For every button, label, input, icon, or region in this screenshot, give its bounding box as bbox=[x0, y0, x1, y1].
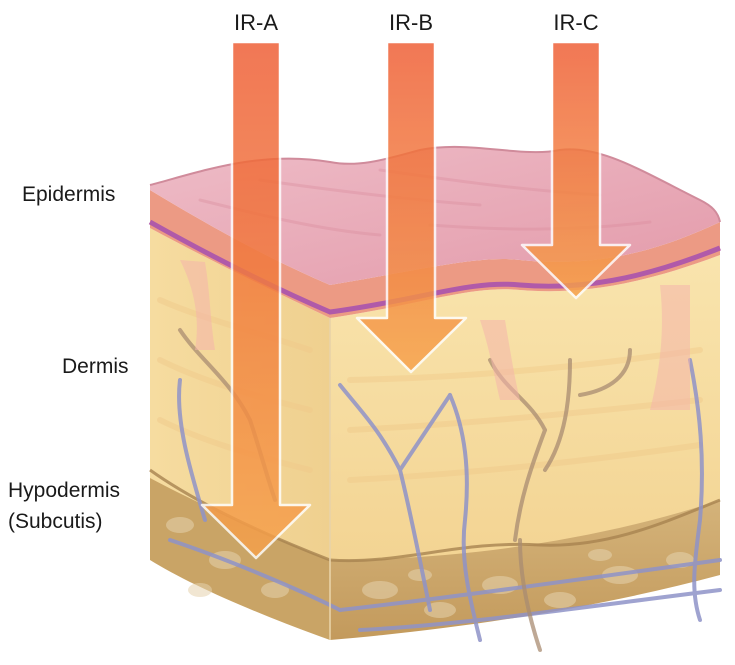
hypodermis-label: Hypodermis bbox=[8, 479, 120, 502]
ir-a-label: IR-A bbox=[234, 10, 278, 35]
subcutis-label: (Subcutis) bbox=[8, 510, 103, 533]
ir-b-label: IR-B bbox=[389, 10, 433, 35]
dermis-label: Dermis bbox=[62, 355, 129, 378]
ir-c-label: IR-C bbox=[553, 10, 598, 35]
epidermis-label: Epidermis bbox=[22, 183, 115, 206]
